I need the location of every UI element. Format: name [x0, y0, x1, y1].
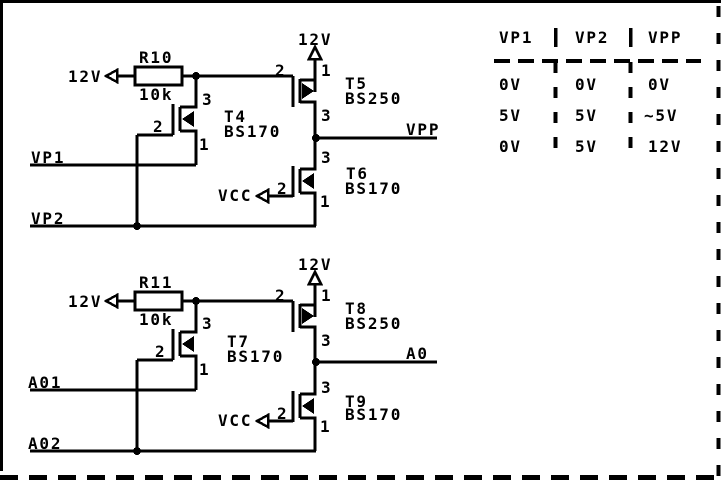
transistor-part-label: BS170	[345, 405, 402, 424]
wires	[30, 284, 437, 453]
input-label: VP2	[31, 209, 65, 228]
pin-label: 2	[275, 286, 286, 305]
pin-label: 1	[321, 286, 332, 305]
mosfet-t7	[171, 329, 194, 360]
table-cell: 5V	[499, 106, 522, 125]
transistor-part-label: BS170	[227, 347, 284, 366]
pin-label: 2	[155, 342, 166, 361]
nchannel-arrow-icon	[182, 111, 194, 127]
resistor-ref-label: R11	[139, 273, 173, 292]
junction-dot	[312, 358, 320, 366]
pin-label: 1	[199, 135, 210, 154]
terminal-arrow-vcc-icon	[254, 412, 270, 430]
rail-label: 12V	[68, 67, 102, 86]
table-cell: 0V	[499, 137, 522, 156]
wires	[30, 59, 437, 228]
resistor-body	[133, 290, 184, 312]
transistor-ref-label: T9	[345, 392, 368, 411]
transistor-ref-label: T6	[346, 164, 369, 183]
rail-label: VCC	[218, 186, 252, 205]
nchannel-arrow-icon	[182, 336, 194, 352]
pin-label: 3	[321, 148, 332, 167]
pchannel-arrow-icon	[302, 83, 314, 99]
block-a0-driver: 12V R11 10k 3 2 1 T7 BS170 A01 A02 12V 2…	[28, 255, 437, 455]
terminal-arrow-12v-icon	[103, 292, 119, 310]
pin-label: 3	[321, 378, 332, 397]
pin-label: 2	[277, 404, 288, 423]
junction-dot	[312, 134, 320, 142]
junction-dot	[192, 297, 200, 305]
table-cell: 0V	[499, 75, 522, 94]
mosfet-t9	[291, 391, 314, 422]
nchannel-arrow-icon	[302, 398, 314, 414]
table-cell: ~5V	[644, 106, 678, 125]
table-cell: 0V	[648, 75, 671, 94]
junction-dot	[192, 72, 200, 80]
pin-label: 1	[320, 192, 331, 211]
output-label: A0	[406, 344, 429, 363]
terminal-arrow-12v-top-icon	[306, 269, 324, 286]
pin-label: 2	[277, 179, 288, 198]
rail-label: 12V	[68, 292, 102, 311]
transistor-part-label: BS170	[224, 122, 281, 141]
transistor-part-label: BS170	[345, 179, 402, 198]
table-header-cell: VP1	[499, 28, 533, 47]
resistor-value-label: 10k	[139, 310, 173, 329]
rail-label: 12V	[298, 30, 332, 49]
output-label: VPP	[406, 120, 440, 139]
transistor-ref-label: T7	[227, 332, 250, 351]
pin-label: 3	[202, 314, 213, 333]
pin-label: 1	[321, 61, 332, 80]
terminal-arrow-12v-icon	[103, 67, 119, 85]
pin-label: 2	[153, 117, 164, 136]
terminal-arrow-12v-top-icon	[306, 44, 324, 61]
transistor-ref-label: T8	[345, 299, 368, 318]
truth-table: VP1 VP2 VPP 0V 0V 0V 5V 5V ~5V 0V 5V 12V	[494, 28, 701, 156]
pin-label: 3	[321, 331, 332, 350]
pchannel-arrow-icon	[302, 308, 314, 324]
transistor-ref-label: T5	[345, 74, 368, 93]
terminal-arrow-vcc-icon	[254, 187, 270, 205]
resistor-value-label: 10k	[139, 85, 173, 104]
table-header-cell: VPP	[648, 28, 682, 47]
mosfet-t6	[291, 166, 314, 197]
transistor-part-label: BS250	[345, 314, 402, 333]
junction-dot	[133, 222, 141, 230]
table-cell: 0V	[575, 75, 598, 94]
mosfet-t5	[291, 76, 314, 107]
pin-label: 3	[321, 106, 332, 125]
mosfet-t8	[291, 301, 314, 332]
table-cell: 12V	[648, 137, 682, 156]
pin-label: 2	[275, 61, 286, 80]
pin-label: 1	[199, 360, 210, 379]
table-header-cell: VP2	[575, 28, 609, 47]
input-label: A01	[28, 373, 62, 392]
junction-dot	[133, 447, 141, 455]
block-vpp-driver: 12V R10 10k 3 2 1 T4 BS170 VP1 VP2 12V 2…	[30, 30, 440, 230]
input-label: A02	[28, 434, 62, 453]
rail-label: VCC	[218, 411, 252, 430]
transistor-part-label: BS250	[345, 89, 402, 108]
rail-label: 12V	[298, 255, 332, 274]
resistor-ref-label: R10	[139, 48, 173, 67]
table-cell: 5V	[575, 106, 598, 125]
transistor-ref-label: T4	[224, 107, 247, 126]
input-label: VP1	[31, 148, 65, 167]
nchannel-arrow-icon	[302, 173, 314, 189]
table-cell: 5V	[575, 137, 598, 156]
mosfet-t4	[171, 104, 194, 135]
pin-label: 3	[202, 90, 213, 109]
resistor-body	[133, 65, 184, 87]
pin-label: 1	[320, 417, 331, 436]
